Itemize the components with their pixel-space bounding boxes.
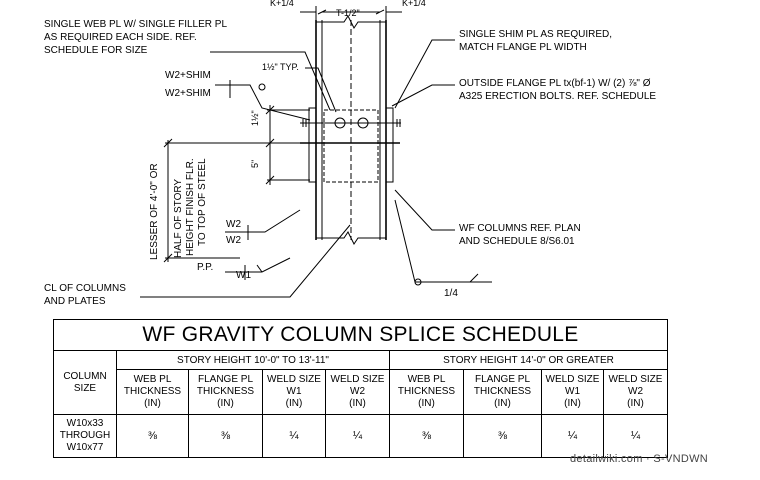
- note-shim-2: MATCH FLANGE PL WIDTH: [459, 42, 587, 53]
- flange-plate-right: [385, 107, 394, 183]
- subheader-line: (IN): [217, 398, 234, 409]
- leader-shim: [394, 39, 455, 109]
- weld-w2-shim-lower: W2+SHIM: [165, 88, 211, 99]
- dim-typ: 1½" TYP.: [262, 62, 299, 72]
- schedule-value-cell: ⅜: [389, 414, 464, 458]
- schedule-value-cell: ⅜: [463, 414, 542, 458]
- note-wf-columns-2: AND SCHEDULE 8/S6.01: [459, 236, 575, 247]
- subheader-line: (IN): [418, 398, 435, 409]
- column-size-header: COLUMN SIZE: [53, 350, 117, 415]
- schedule-value-cell: ⅜: [188, 414, 263, 458]
- schedule-value-cell: ¼: [262, 414, 326, 458]
- subheader-line: WELD SIZE: [545, 374, 600, 385]
- subheader-line: WELD SIZE: [330, 374, 385, 385]
- subheader-line: W1: [565, 386, 580, 397]
- subheader-line: (IN): [564, 398, 581, 409]
- fillet-quarter: 1/4: [444, 288, 458, 299]
- weld-w1: W1: [236, 270, 251, 281]
- weld-w2-lower: W2: [226, 235, 241, 246]
- subheader-line: THICKNESS: [123, 386, 182, 397]
- note-flange-pl-1: OUTSIDE FLANGE PL tx(bf-1) W/ (2) ⅞" Ø: [459, 78, 651, 89]
- column-size-line: W10x33: [66, 418, 104, 429]
- subheader-line: W2: [628, 386, 643, 397]
- note-cl-1: CL OF COLUMNS: [44, 283, 126, 294]
- subheader-line: (IN): [627, 398, 644, 409]
- subheader-line: (IN): [285, 398, 303, 409]
- dim-five: 5": [250, 160, 260, 168]
- break-mark-top: [316, 15, 386, 29]
- subheader-line: (IN): [494, 398, 511, 409]
- note-web-filler-1: SINGLE WEB PL W/ SINGLE FILLER PL: [44, 19, 227, 30]
- subheader-line: WELD SIZE: [608, 374, 663, 385]
- splice-schedule-table: WF GRAVITY COLUMN SPLICE SCHEDULE COLUMN…: [53, 319, 668, 458]
- note-web-filler-3: SCHEDULE FOR SIZE: [44, 45, 148, 56]
- leader-wf-columns: [394, 189, 455, 231]
- schedule-value-cell: ¼: [541, 414, 604, 458]
- group-header-short: STORY HEIGHT 10'-0" TO 13'-11": [116, 350, 390, 370]
- subheader-line: (IN): [144, 398, 161, 409]
- vertical-note-1: LESSER OF 4'-0" OR: [149, 163, 160, 260]
- note-cl-2: AND PLATES: [44, 296, 106, 307]
- dim-t: T-1/2": [336, 8, 360, 18]
- vertical-note-4: TO TOP OF STEEL: [197, 158, 208, 246]
- subheader-line: WELD SIZE: [267, 374, 321, 385]
- subheader-line: W2: [350, 386, 365, 397]
- vertical-note-3: HEIGHT FINISH FLR.: [185, 158, 196, 256]
- schedule-value-cell: ¼: [603, 414, 668, 458]
- subheader-line: WEB PL: [407, 374, 446, 385]
- leader-web-filler: [210, 51, 331, 111]
- leader-flange-plate: [391, 84, 455, 107]
- dim-k-right: K+1/4: [402, 0, 426, 8]
- subheader-line: THICKNESS: [397, 386, 456, 397]
- note-wf-columns-1: WF COLUMNS REF. PLAN: [459, 223, 581, 234]
- leader-cl: [140, 224, 351, 298]
- schedule-value-cell: ⅜: [116, 414, 189, 458]
- break-mark-bottom: [316, 231, 386, 245]
- schedule-title: WF GRAVITY COLUMN SPLICE SCHEDULE: [53, 319, 668, 351]
- column-size-header-line1: COLUMN: [63, 370, 107, 382]
- column-size-line: THROUGH: [59, 430, 111, 441]
- watermark: detailwiki.com · S-VNDWN: [570, 453, 708, 465]
- web-plate: [323, 109, 379, 183]
- column-size-header-line2: SIZE: [73, 382, 97, 394]
- subheader-line: THICKNESS: [196, 386, 255, 397]
- subheader-line: W1: [286, 386, 302, 397]
- column-size-line: W10x77: [66, 442, 104, 453]
- schedule-value-cell: ¼: [325, 414, 390, 458]
- subheader-line: FLANGE PL: [197, 374, 254, 385]
- note-shim-1: SINGLE SHIM PL AS REQUIRED,: [459, 29, 612, 40]
- flange-plate-left: [308, 107, 317, 183]
- subheader-line: FLANGE PL: [474, 374, 531, 385]
- weld-w2-shim-upper: W2+SHIM: [165, 70, 211, 81]
- subheader-line: (IN): [349, 398, 366, 409]
- subheader-line: THICKNESS: [473, 386, 532, 397]
- dim-one-half: 1½": [250, 110, 260, 126]
- note-web-filler-2: AS REQUIRED EACH SIDE. REF.: [44, 32, 197, 43]
- weld-w2-upper: W2: [226, 219, 241, 230]
- subheader-line: WEB PL: [133, 374, 172, 385]
- pp-label: P.P.: [197, 262, 213, 273]
- vertical-note-2: HALF OF STORY: [173, 179, 184, 258]
- note-flange-pl-2: A325 ERECTION BOLTS. REF. SCHEDULE: [459, 91, 656, 102]
- dim-k-left: K+1/4: [270, 0, 294, 8]
- group-header-tall: STORY HEIGHT 14'-0" OR GREATER: [389, 350, 668, 370]
